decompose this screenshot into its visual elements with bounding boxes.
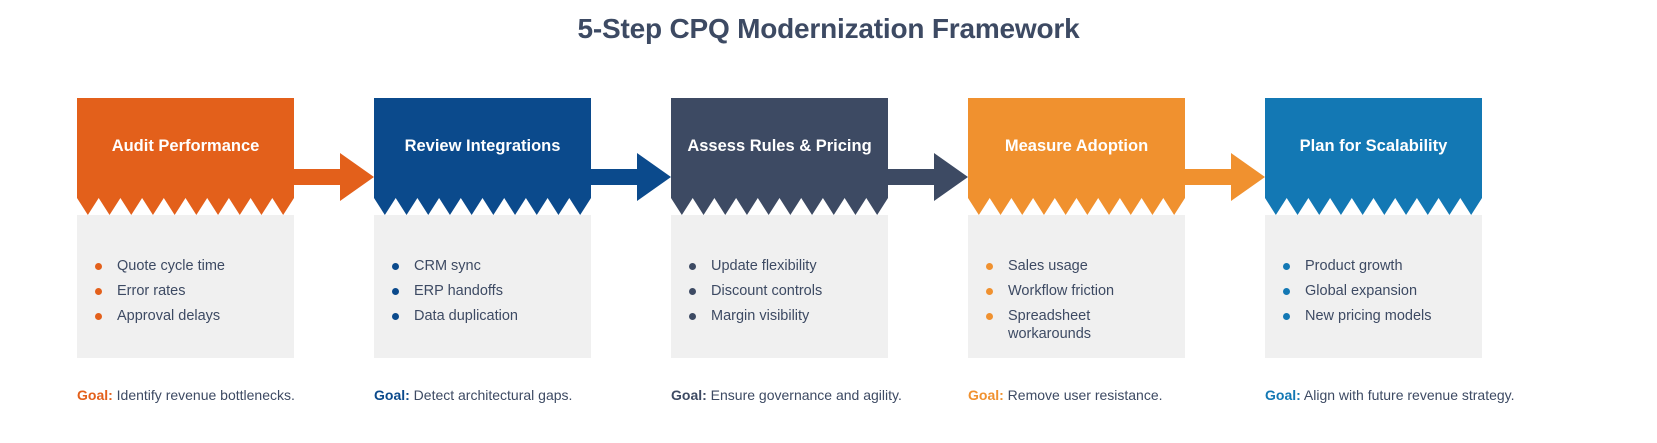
- step-header-shape: [1265, 98, 1482, 215]
- bullet-dot-icon: [392, 288, 399, 295]
- bullet-dot-icon: [392, 313, 399, 320]
- step-bullet-label: Spreadsheet workarounds: [1008, 308, 1092, 342]
- step-goal-line: Goal: Detect architectural gaps.: [374, 386, 664, 404]
- step-bullet-label: CRM sync: [414, 258, 481, 274]
- step-header-shape: [968, 98, 1185, 215]
- bullet-dot-icon: [95, 313, 102, 320]
- page-title: 5-Step CPQ Modernization Framework: [577, 13, 1080, 44]
- step-card-title: Plan for Scalability: [1299, 136, 1448, 155]
- step-bullet-item: Data duplication: [392, 307, 577, 325]
- bullet-dot-icon: [95, 288, 102, 295]
- bullet-dot-icon: [689, 288, 696, 295]
- step-header-shape: [671, 98, 888, 215]
- step-bullet-item: Update flexibility: [689, 257, 874, 275]
- step-bullet-label: Global expansion: [1305, 283, 1418, 299]
- step-card-title: Assess Rules & Pricing: [687, 136, 872, 155]
- step-bullet-item: Spreadsheet workarounds: [986, 307, 1171, 343]
- step-goal-line: Goal: Align with future revenue strategy…: [1265, 386, 1555, 404]
- step-goal-line: Goal: Identify revenue bottlenecks.: [77, 386, 367, 404]
- step-bullet-label: Discount controls: [711, 283, 823, 299]
- step-bullet-label: Margin visibility: [711, 308, 810, 324]
- step-bullet-label: Data duplication: [414, 308, 518, 324]
- step-connector-arrow-icon: [591, 153, 671, 201]
- step-card-header: Assess Rules & Pricing: [671, 98, 888, 215]
- bullet-dot-icon: [392, 263, 399, 270]
- step-bullet-item: Discount controls: [689, 282, 874, 300]
- step-goal-line: Goal: Remove user resistance.: [968, 386, 1258, 404]
- step-bullet-label: New pricing models: [1305, 308, 1432, 324]
- step-bullet-item: CRM sync: [392, 257, 577, 275]
- step-header-shape: [77, 98, 294, 215]
- bullet-dot-icon: [986, 313, 993, 320]
- step-card-title: Review Integrations: [404, 136, 561, 155]
- bullet-dot-icon: [986, 263, 993, 270]
- bullet-dot-icon: [1283, 313, 1290, 320]
- step-bullet-item: Sales usage: [986, 257, 1171, 275]
- step-bullet-item: Global expansion: [1283, 282, 1468, 300]
- step-bullet-label: Approval delays: [117, 308, 221, 324]
- step-bullet-label: Error rates: [117, 283, 186, 299]
- step-goal-label: Goal:: [968, 387, 1004, 403]
- step-goal-label: Goal:: [671, 387, 707, 403]
- step-goal-line: Goal: Ensure governance and agility.: [671, 386, 961, 404]
- step-goal-label: Goal:: [77, 387, 113, 403]
- step-bullet-label: Sales usage: [1008, 258, 1088, 274]
- step-goal-text: Detect architectural gaps.: [409, 387, 573, 403]
- step-bullet-item: ERP handoffs: [392, 282, 577, 300]
- step-bullet-item: New pricing models: [1283, 307, 1468, 325]
- step-header-shape: [374, 98, 591, 215]
- bullet-dot-icon: [1283, 263, 1290, 270]
- step-bullet-label: Quote cycle time: [117, 258, 225, 274]
- step-goal-text: Remove user resistance.: [1003, 387, 1163, 403]
- step-bullet-item: Approval delays: [95, 307, 280, 325]
- bullet-dot-icon: [986, 288, 993, 295]
- step-goal-text: Align with future revenue strategy.: [1300, 387, 1515, 403]
- step-card-header: Review Integrations: [374, 98, 591, 215]
- step-bullet-item: Workflow friction: [986, 282, 1171, 300]
- step-connector-arrow-icon: [1185, 153, 1265, 201]
- step-connector-arrow-icon: [294, 153, 374, 201]
- step-bullet-label: Update flexibility: [711, 258, 817, 274]
- step-goal-text: Identify revenue bottlenecks.: [112, 387, 295, 403]
- step-bullet-item: Error rates: [95, 282, 280, 300]
- step-goal-text: Ensure governance and agility.: [706, 387, 902, 403]
- step-connector-arrow-icon: [888, 153, 968, 201]
- step-bullet-item: Quote cycle time: [95, 257, 280, 275]
- bullet-dot-icon: [689, 263, 696, 270]
- step-bullet-item: Margin visibility: [689, 307, 874, 325]
- step-card-header: Measure Adoption: [968, 98, 1185, 215]
- step-bullet-label: ERP handoffs: [414, 283, 503, 299]
- step-goal-label: Goal:: [1265, 387, 1301, 403]
- step-bullet-label: Product growth: [1305, 258, 1403, 274]
- step-card-title: Measure Adoption: [1004, 136, 1149, 155]
- step-bullet-item: Product growth: [1283, 257, 1468, 275]
- bullet-dot-icon: [689, 313, 696, 320]
- step-card-header: Audit Performance: [77, 98, 294, 215]
- step-bullet-label: Workflow friction: [1008, 283, 1115, 299]
- bullet-dot-icon: [95, 263, 102, 270]
- step-card-header: Plan for Scalability: [1265, 98, 1482, 215]
- bullet-dot-icon: [1283, 288, 1290, 295]
- step-card-title: Audit Performance: [111, 136, 260, 155]
- step-goal-label: Goal:: [374, 387, 410, 403]
